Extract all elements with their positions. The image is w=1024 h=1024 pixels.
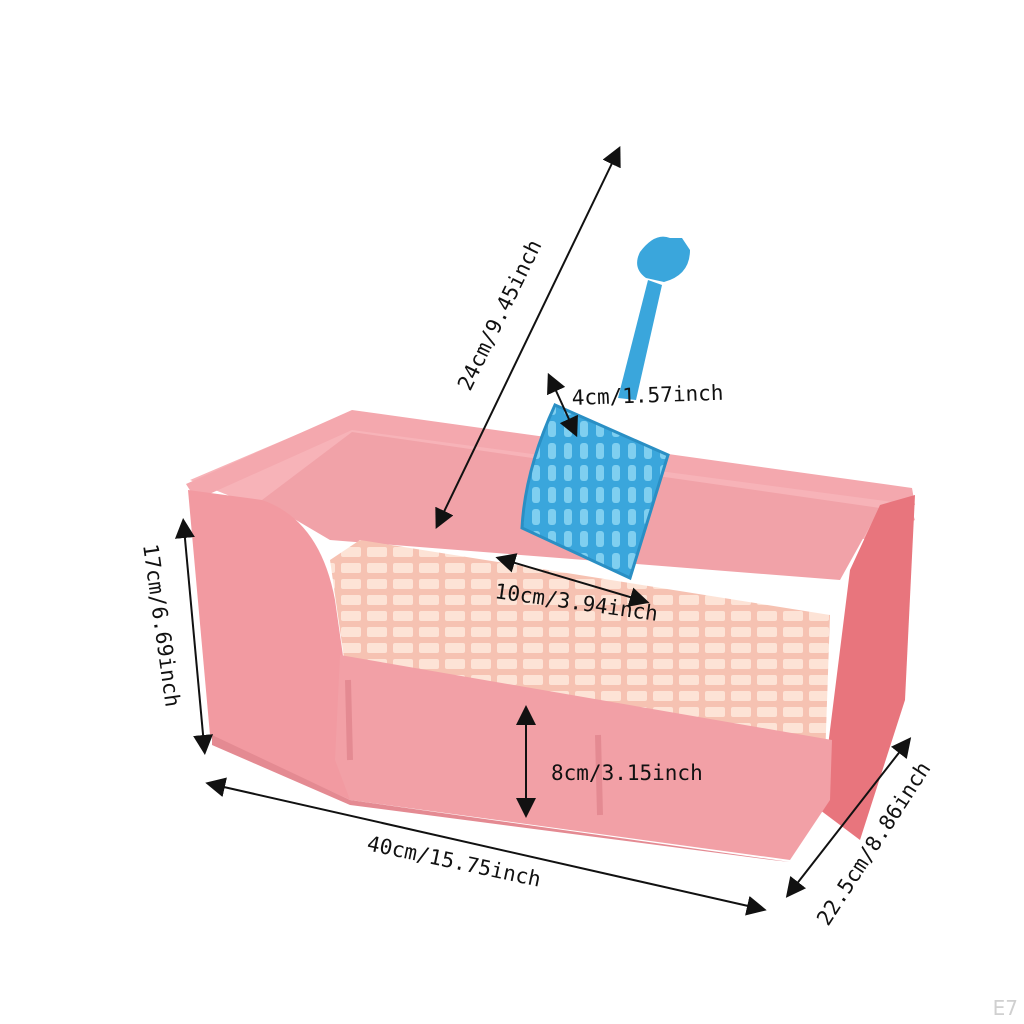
- arrow-grid-width: [495, 553, 650, 607]
- litter-tray: [186, 410, 915, 862]
- label-grid-height: 8cm/3.15inch: [551, 761, 703, 785]
- label-height: 17cm/6.69inch: [138, 542, 185, 708]
- tray-left-wall: [188, 490, 350, 800]
- label-scoop-length: 24cm/9.45inch: [453, 236, 547, 394]
- arrow-length: [205, 777, 767, 916]
- arrow-depth: [785, 737, 912, 898]
- arrow-scoop-length: [435, 145, 621, 530]
- scoop-head-top: [637, 236, 690, 282]
- watermark: E7: [992, 996, 1018, 1020]
- scoop-handle: [618, 280, 662, 400]
- arrow-height: [174, 518, 214, 755]
- tray-grid: [330, 540, 830, 760]
- label-length: 40cm/15.75inch: [365, 831, 543, 891]
- label-scoop-width: 4cm/1.57inch: [571, 381, 723, 410]
- dimension-arrows: [174, 145, 912, 916]
- arrow-scoop-width: [547, 372, 578, 438]
